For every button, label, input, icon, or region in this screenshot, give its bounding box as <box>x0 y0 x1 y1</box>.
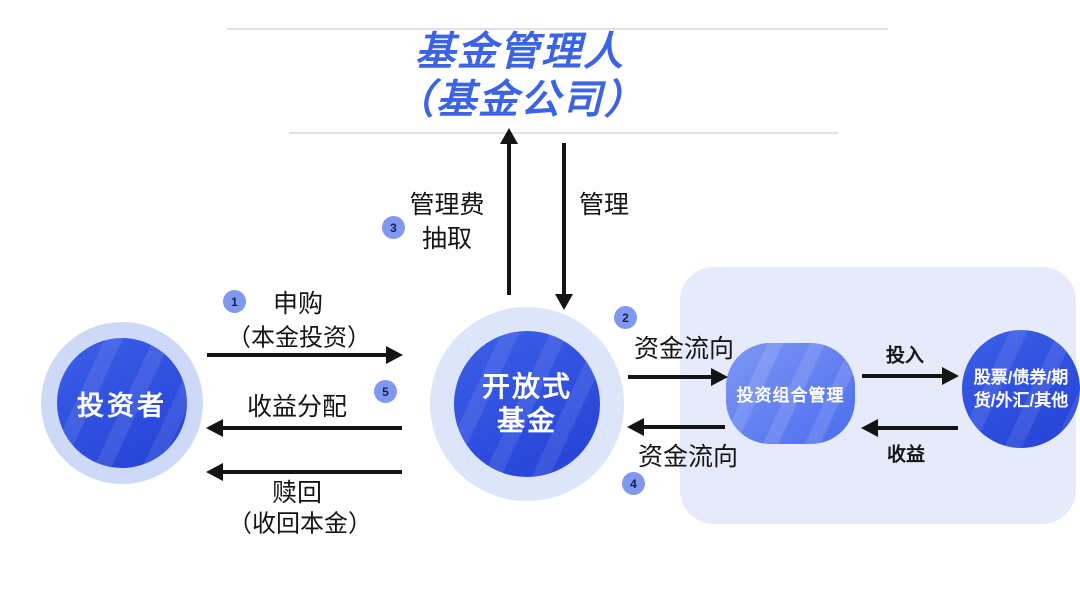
redeem-arrow <box>206 463 402 481</box>
invest-arrow <box>862 367 959 385</box>
returns-arrow <box>861 419 958 437</box>
title-line2: （基金公司） <box>394 78 646 122</box>
portfolio-label: 投资组合管理 <box>736 386 845 405</box>
step-badge-4: 4 <box>622 472 645 495</box>
fund-out-label: 资金流向 <box>633 335 735 363</box>
redeem-sublabel: （收回本金） <box>228 510 372 538</box>
title-underline <box>289 132 838 134</box>
investor-label: 投资者 <box>77 390 167 421</box>
fund-out-arrow <box>628 368 728 386</box>
fund-label-line2: 基金 <box>496 405 557 436</box>
fund-node: 开放式 基金 <box>454 331 600 477</box>
step-badge-2: 2 <box>614 306 637 329</box>
distribute-arrow <box>206 419 402 437</box>
fee-label-line1: 管理费 <box>409 191 485 219</box>
title-line1: 基金管理人 <box>415 30 625 74</box>
subscribe-label: 申购 <box>272 290 324 318</box>
redeem-label: 赎回 <box>271 479 323 507</box>
fund-back-label: 资金流向 <box>637 443 739 471</box>
step-badge-3: 3 <box>382 216 405 239</box>
subscribe-arrow <box>207 346 403 364</box>
fund-back-arrow <box>627 418 725 436</box>
portfolio-node: 投资组合管理 <box>726 343 855 444</box>
diagram-title: 基金管理人 （基金公司） <box>230 28 810 124</box>
step-badge-5: 5 <box>374 380 397 403</box>
manage-label: 管理 <box>578 191 630 219</box>
subscribe-sublabel: （本金投资） <box>227 324 371 352</box>
distribute-label: 收益分配 <box>246 393 348 421</box>
invest-label: 投入 <box>885 345 925 367</box>
assets-node: 股票/债券/期 货/外汇/其他 <box>962 330 1080 448</box>
manage-arrow <box>555 143 573 310</box>
fee-arrow <box>500 128 518 295</box>
assets-label-line1: 股票/债券/期 <box>973 368 1069 387</box>
returns-label: 收益 <box>886 444 926 466</box>
fund-label-line1: 开放式 <box>481 371 572 402</box>
top-divider-line <box>227 28 888 30</box>
step-badge-1: 1 <box>223 290 246 313</box>
assets-label-line2: 货/外汇/其他 <box>973 391 1069 410</box>
fee-label-line2: 抽取 <box>421 225 473 253</box>
investor-node: 投资者 <box>57 338 187 468</box>
